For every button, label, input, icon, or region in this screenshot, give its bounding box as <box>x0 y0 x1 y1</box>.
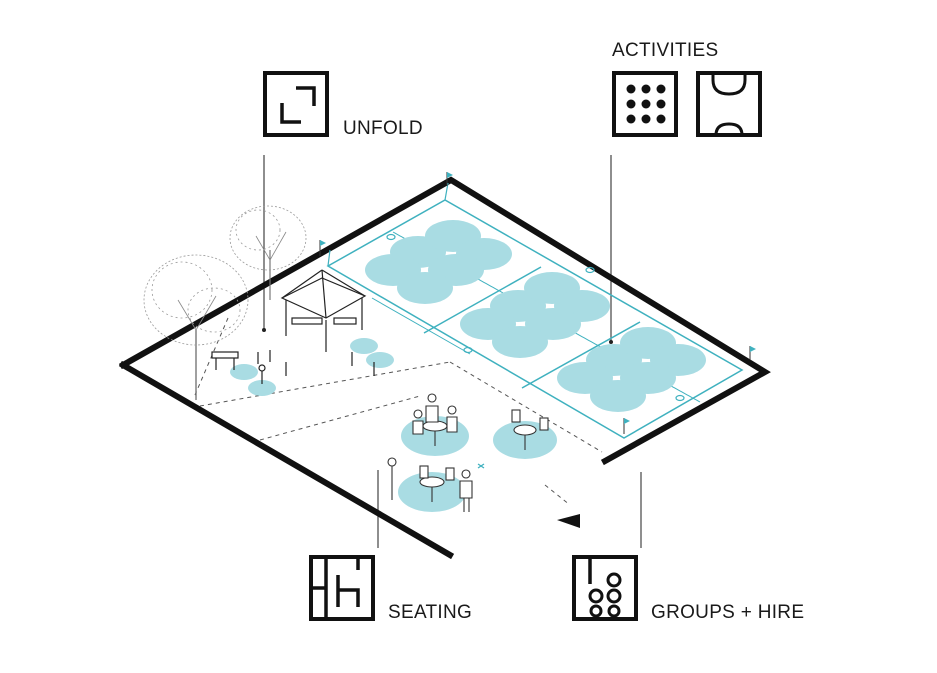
unfold-label: UNFOLD <box>343 118 423 139</box>
boundary-end-mark <box>557 514 580 528</box>
dash-3 <box>259 395 421 441</box>
groups-hire-label: GROUPS + HIRE <box>651 602 805 623</box>
chair <box>445 467 455 481</box>
group-circles-icon <box>572 555 638 621</box>
person-head <box>258 364 266 372</box>
site-boundary-left <box>118 360 455 560</box>
marker <box>386 233 396 241</box>
flag <box>624 418 630 424</box>
table <box>513 424 537 436</box>
zone <box>366 352 394 368</box>
seating-groups <box>387 393 557 512</box>
flag <box>750 346 756 352</box>
zone <box>350 338 378 354</box>
gazebo-rib <box>281 269 323 299</box>
chair <box>539 417 549 431</box>
court-line-a <box>371 297 471 355</box>
flag <box>320 240 326 246</box>
marker <box>585 266 595 274</box>
dash-2 <box>449 361 603 453</box>
person-head <box>413 409 423 419</box>
left-activities <box>211 338 394 396</box>
person-head <box>387 457 397 467</box>
unfold-corners-icon <box>263 71 329 137</box>
chair <box>419 465 429 479</box>
court-divider-1 <box>423 266 542 334</box>
person-body <box>425 405 439 423</box>
marker <box>463 346 473 354</box>
teal-x <box>477 463 485 469</box>
dash-4 <box>544 484 571 506</box>
gazebo-table <box>333 317 357 325</box>
zone <box>397 272 453 304</box>
unfold-leader-dot <box>262 328 266 332</box>
activities-label: ACTIVITIES <box>612 40 719 61</box>
gazebo-rib <box>321 269 327 319</box>
seating-label: SEATING <box>388 602 473 623</box>
court-2-zones <box>460 272 610 358</box>
courts-edge <box>327 249 331 267</box>
activities-leader-dot <box>609 340 613 344</box>
zone <box>230 364 258 380</box>
activity-courts <box>319 172 756 439</box>
person-head <box>461 469 471 479</box>
dash-1 <box>199 361 451 407</box>
gazebo <box>280 269 367 352</box>
flag <box>447 172 453 178</box>
person-body <box>412 420 424 435</box>
site-boundary <box>118 176 771 560</box>
person-body <box>459 480 473 499</box>
person-body <box>446 416 458 433</box>
court-icon <box>696 71 762 137</box>
zone <box>248 380 276 396</box>
picnic-table <box>211 351 239 359</box>
tree-back <box>229 205 307 300</box>
trees <box>143 205 307 400</box>
marker <box>675 394 685 402</box>
person-head <box>427 393 437 403</box>
gazebo-rib <box>321 269 366 297</box>
court-1-zones <box>365 220 512 304</box>
court-divider-2 <box>521 321 641 389</box>
seating-plan-icon <box>309 555 375 621</box>
site-boundary-top <box>118 176 771 466</box>
leader-lines <box>263 155 642 548</box>
zone <box>492 326 548 358</box>
gazebo-table <box>291 317 323 325</box>
courts-outline <box>326 199 744 439</box>
person-head <box>447 405 457 415</box>
court-flag-tips <box>320 172 756 424</box>
tree-large <box>143 254 249 400</box>
zone <box>590 380 646 412</box>
dice-six-icon <box>612 71 678 137</box>
court-3-zones <box>557 327 706 412</box>
chair <box>511 409 521 423</box>
court-markers <box>386 233 685 402</box>
